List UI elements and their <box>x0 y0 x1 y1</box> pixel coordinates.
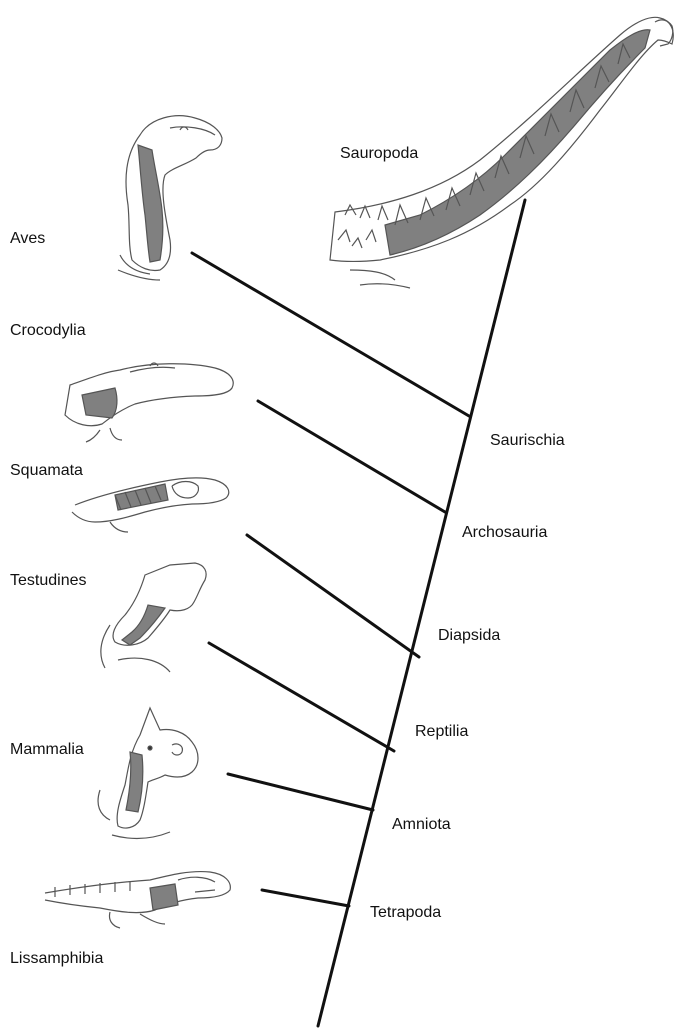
label-aves: Aves <box>10 230 45 248</box>
label-testudines: Testudines <box>10 572 87 590</box>
branch-testudines <box>209 643 394 751</box>
label-tetrapoda: Tetrapoda <box>370 904 441 922</box>
squamata-illustration <box>72 478 229 532</box>
label-reptilia: Reptilia <box>415 723 468 741</box>
testudines-illustration <box>101 563 206 672</box>
branch-mammalia <box>228 774 373 810</box>
label-archosauria: Archosauria <box>462 524 547 542</box>
label-crocodylia: Crocodylia <box>10 322 86 340</box>
label-amniota: Amniota <box>392 816 451 834</box>
label-saurischia: Saurischia <box>490 432 565 450</box>
aves-illustration <box>118 116 222 280</box>
label-mammalia: Mammalia <box>10 741 84 759</box>
cladogram-tree <box>192 200 525 1026</box>
branch-lissamphibia <box>262 890 349 906</box>
branch-squamata <box>247 535 419 657</box>
label-diapsida: Diapsida <box>438 627 500 645</box>
label-lissamphibia: Lissamphibia <box>10 950 103 968</box>
lissamphibia-illustration <box>45 872 230 928</box>
main-stem <box>318 200 525 1026</box>
branch-aves <box>192 253 469 416</box>
label-squamata: Squamata <box>10 462 83 480</box>
mammalia-illustration <box>98 708 198 838</box>
crocodylia-illustration <box>65 363 233 442</box>
label-sauropoda: Sauropoda <box>340 145 418 163</box>
branch-crocodylia <box>258 401 445 512</box>
